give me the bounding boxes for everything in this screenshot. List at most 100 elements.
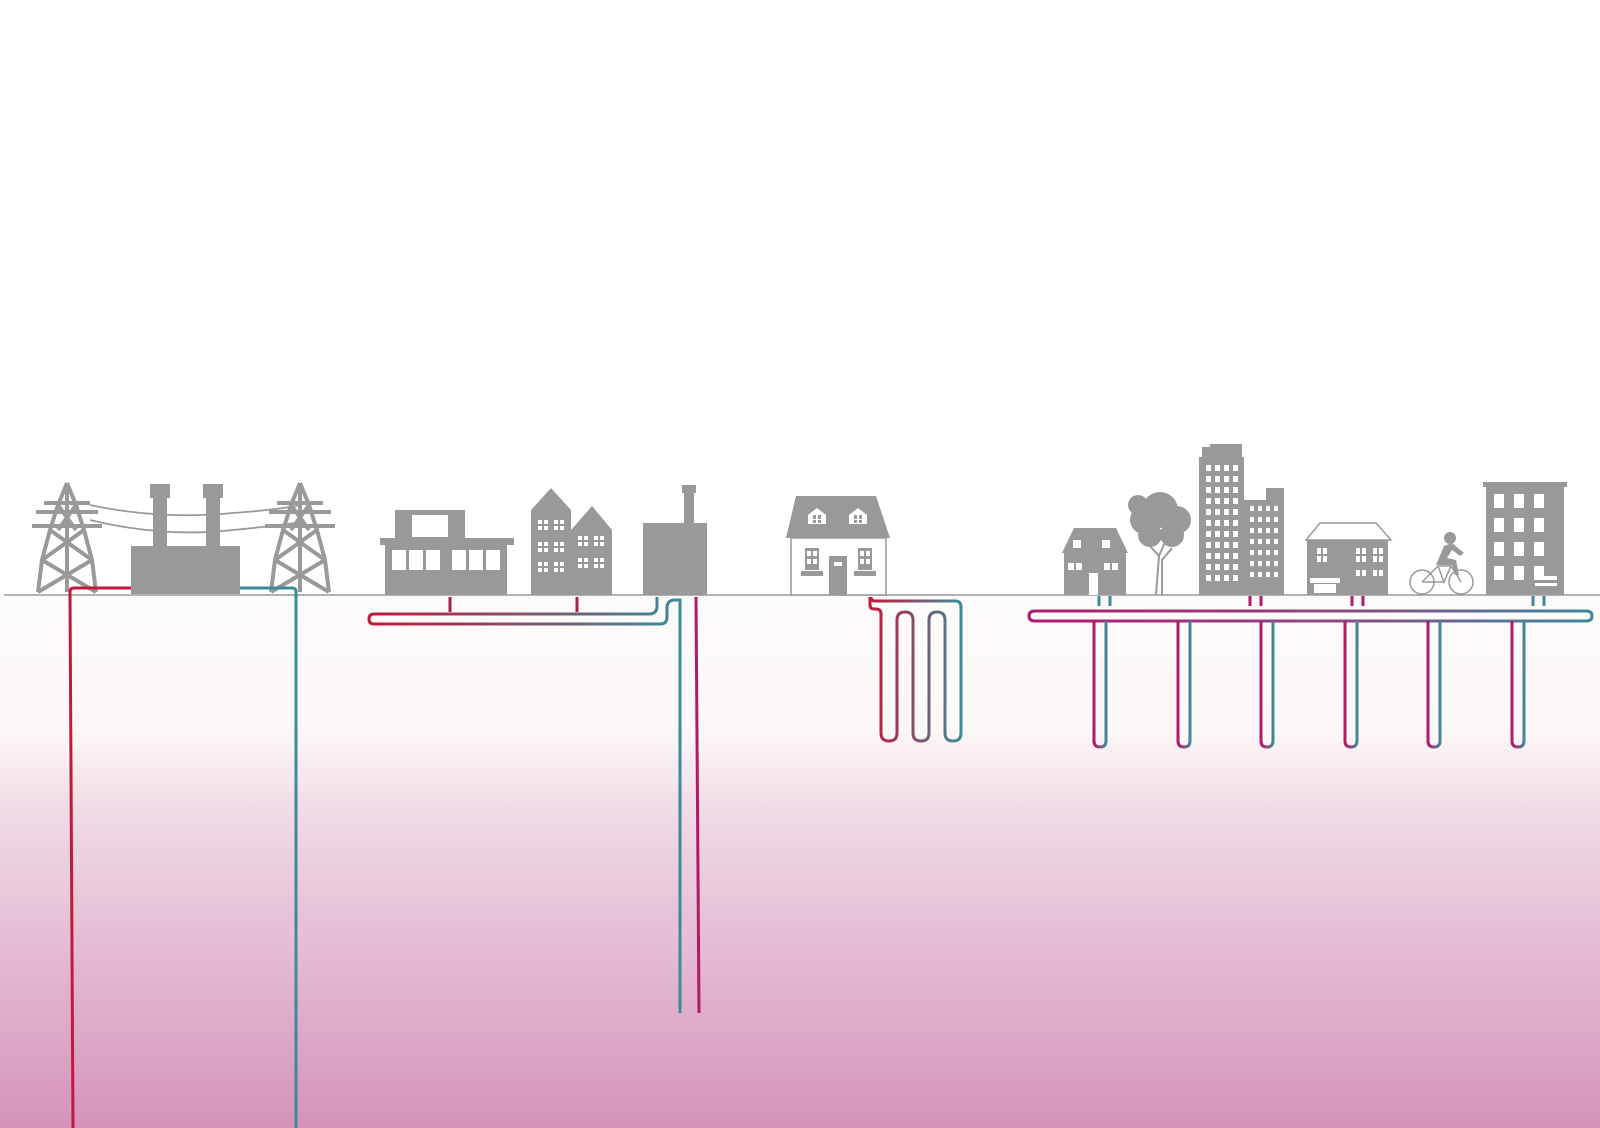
window bbox=[1233, 531, 1238, 537]
window bbox=[1258, 506, 1262, 511]
window bbox=[1250, 506, 1254, 511]
commercial-scene bbox=[367, 485, 707, 1014]
district-network-pipe bbox=[1027, 609, 1594, 623]
window bbox=[1250, 539, 1254, 544]
window bbox=[1274, 539, 1278, 544]
window bbox=[1224, 542, 1229, 548]
window bbox=[1534, 518, 1544, 532]
district-scene bbox=[1027, 444, 1594, 749]
window bbox=[1266, 528, 1270, 533]
apartment-block-icon bbox=[1483, 482, 1567, 595]
single-house-scene bbox=[786, 496, 963, 743]
window bbox=[1250, 517, 1254, 522]
window bbox=[1215, 509, 1220, 515]
window bbox=[1274, 506, 1278, 511]
window bbox=[1266, 572, 1270, 577]
window bbox=[1233, 575, 1238, 581]
window bbox=[1206, 509, 1211, 515]
factory-icon bbox=[643, 485, 707, 595]
window bbox=[1215, 553, 1220, 559]
window bbox=[1224, 575, 1229, 581]
window bbox=[1274, 528, 1278, 533]
window bbox=[1233, 520, 1238, 526]
window bbox=[1250, 561, 1254, 566]
tower-block-icon bbox=[1199, 444, 1284, 595]
house-icon bbox=[1062, 528, 1128, 595]
window bbox=[1206, 498, 1211, 504]
office-building-icon bbox=[380, 510, 514, 595]
window bbox=[1258, 550, 1262, 555]
window bbox=[1250, 528, 1254, 533]
window bbox=[1224, 487, 1229, 493]
pipe-flow-magenta bbox=[694, 596, 701, 1014]
pylon-icon bbox=[265, 482, 335, 594]
window bbox=[1258, 539, 1262, 544]
power-station-icon bbox=[131, 484, 240, 594]
window bbox=[1206, 520, 1211, 526]
window bbox=[1215, 498, 1220, 504]
window bbox=[1274, 561, 1278, 566]
window bbox=[1215, 531, 1220, 537]
power-station-scene bbox=[32, 482, 335, 1128]
window bbox=[1258, 528, 1262, 533]
window bbox=[1494, 542, 1504, 556]
window bbox=[1224, 498, 1229, 504]
window bbox=[1215, 465, 1220, 471]
window bbox=[1514, 542, 1524, 556]
window bbox=[1206, 476, 1211, 482]
window bbox=[1215, 564, 1220, 570]
window bbox=[1224, 509, 1229, 515]
window bbox=[1215, 575, 1220, 581]
window bbox=[1206, 575, 1211, 581]
window bbox=[1274, 550, 1278, 555]
window bbox=[1224, 465, 1229, 471]
window bbox=[1514, 518, 1524, 532]
window bbox=[1215, 520, 1220, 526]
tree-icon bbox=[1128, 492, 1191, 596]
window bbox=[1206, 553, 1211, 559]
window bbox=[1224, 476, 1229, 482]
window bbox=[1206, 487, 1211, 493]
window bbox=[1514, 494, 1524, 508]
window bbox=[1534, 542, 1544, 556]
window bbox=[1258, 561, 1262, 566]
window bbox=[1233, 487, 1238, 493]
window bbox=[1233, 564, 1238, 570]
window bbox=[1258, 572, 1262, 577]
window bbox=[1274, 572, 1278, 577]
detached-house-icon bbox=[786, 496, 890, 596]
window bbox=[1233, 553, 1238, 559]
shop-house-icon bbox=[1304, 522, 1393, 595]
window bbox=[1224, 520, 1229, 526]
window bbox=[1250, 572, 1254, 577]
window bbox=[1266, 539, 1270, 544]
window bbox=[1224, 531, 1229, 537]
window bbox=[1266, 561, 1270, 566]
window bbox=[1494, 518, 1504, 532]
window bbox=[1233, 476, 1238, 482]
window bbox=[1206, 542, 1211, 548]
pylon-icon bbox=[32, 482, 102, 594]
window bbox=[1274, 517, 1278, 522]
window bbox=[1266, 506, 1270, 511]
window bbox=[1224, 553, 1229, 559]
slinky-loop-pipe bbox=[868, 596, 963, 743]
window bbox=[1215, 542, 1220, 548]
window bbox=[1206, 564, 1211, 570]
pipe-return-teal bbox=[240, 586, 298, 1128]
window bbox=[1534, 566, 1544, 580]
window bbox=[1233, 542, 1238, 548]
townhouse-icon bbox=[531, 488, 612, 595]
window bbox=[1215, 487, 1220, 493]
window bbox=[1494, 494, 1504, 508]
window bbox=[1233, 498, 1238, 504]
power-line bbox=[89, 504, 303, 517]
window bbox=[1206, 465, 1211, 471]
window bbox=[1233, 465, 1238, 471]
window bbox=[1224, 564, 1229, 570]
pipe-flow-red bbox=[68, 586, 131, 1128]
window bbox=[1494, 566, 1504, 580]
window bbox=[1215, 476, 1220, 482]
